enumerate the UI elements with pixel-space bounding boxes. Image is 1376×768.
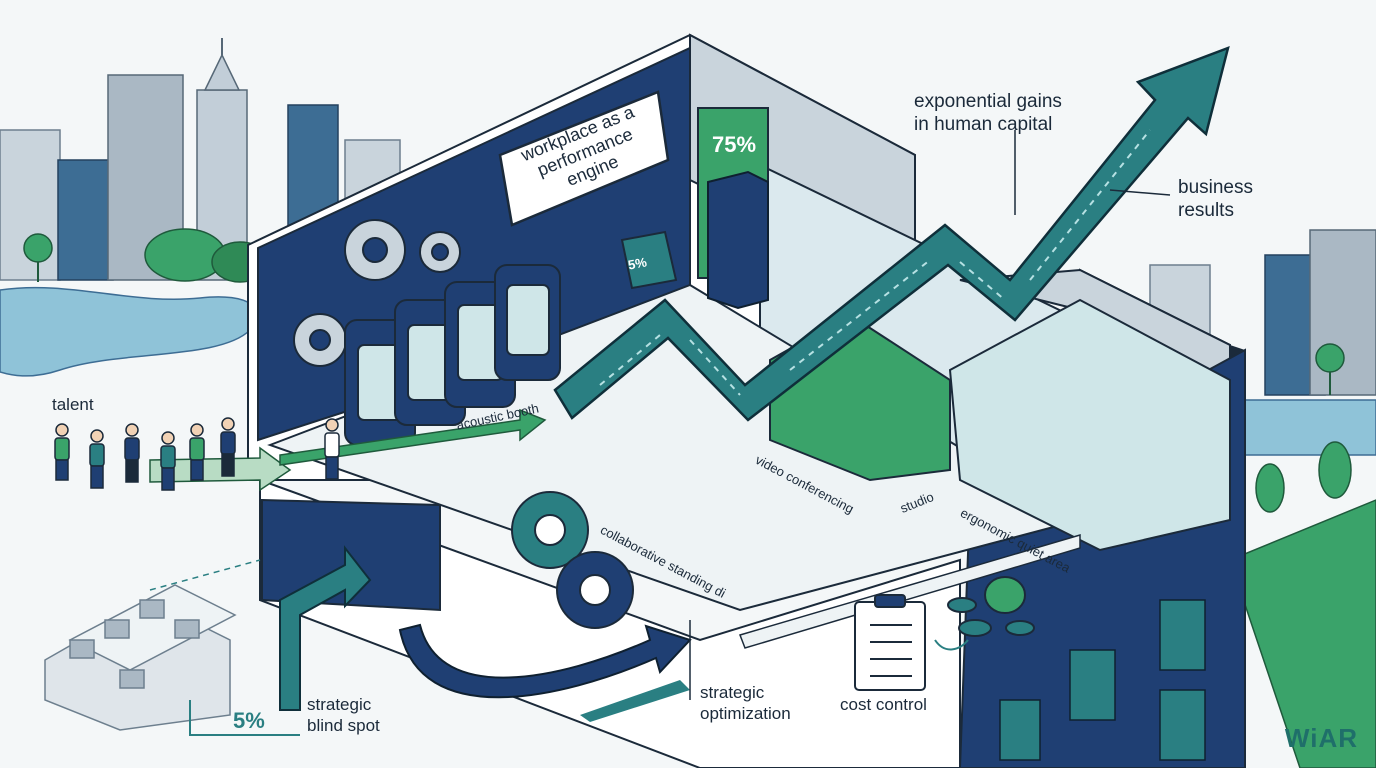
talent-people [54, 417, 340, 491]
high-share-value: 75% [712, 132, 757, 157]
optimization-accent-stroke [580, 680, 690, 722]
strategic-optimization-line1: strategic [700, 683, 765, 702]
quiet-lounge-room [948, 298, 1231, 552]
measurement-ruler [739, 533, 1081, 649]
river-right [1229, 399, 1376, 456]
cost-control-loop-arrow [934, 639, 969, 651]
strategic-blind-spot-label: strategic blind spot [307, 694, 380, 736]
performance-engine-sign-board [498, 90, 670, 227]
business-results-leader [1109, 189, 1171, 196]
exponential-gains-line1: exponential gains [914, 91, 1062, 112]
low-share-card [620, 230, 678, 290]
exponential-gains-label: exponential gains in human capital [914, 90, 1062, 136]
cubicle-cluster [44, 584, 237, 731]
lawn-right [1229, 499, 1376, 768]
blind-spot-bracket [189, 700, 300, 736]
business-results-line2: results [1178, 200, 1234, 221]
cost-control-label: cost control [840, 695, 927, 714]
talent-path-into-office [279, 408, 547, 466]
blind-spot-dashed-link [149, 559, 261, 591]
acoustic-booths [344, 264, 561, 446]
strategic-blind-spot-line1: strategic [307, 695, 372, 714]
clipboard-icon [854, 594, 926, 691]
strategic-optimization-line2: optimization [700, 704, 791, 723]
strategic-blind-spot-line2: blind spot [307, 716, 380, 735]
trees-right [1255, 441, 1352, 513]
low-share-bottom-value: 5% [233, 708, 265, 733]
exponential-growth-arrow [553, 45, 1230, 422]
river-left [0, 286, 259, 377]
talent-label: talent [52, 395, 94, 414]
strategic-optimization-label: strategic optimization [700, 682, 791, 724]
gear-icons [293, 219, 634, 629]
growth-arrow-circuit-pattern [599, 129, 1151, 396]
coin-stack-icon [947, 576, 1035, 637]
business-results-label: business results [1178, 176, 1253, 222]
brand-logo: WiAR [1284, 723, 1358, 753]
blind-spot-up-arrow [279, 545, 372, 711]
exponential-gains-line2: in human capital [914, 114, 1053, 135]
optimization-curve-arrow [398, 623, 692, 699]
low-share-top-value: 5% [626, 254, 648, 273]
business-results-line1: business [1178, 177, 1253, 198]
high-share-bar [707, 170, 769, 310]
